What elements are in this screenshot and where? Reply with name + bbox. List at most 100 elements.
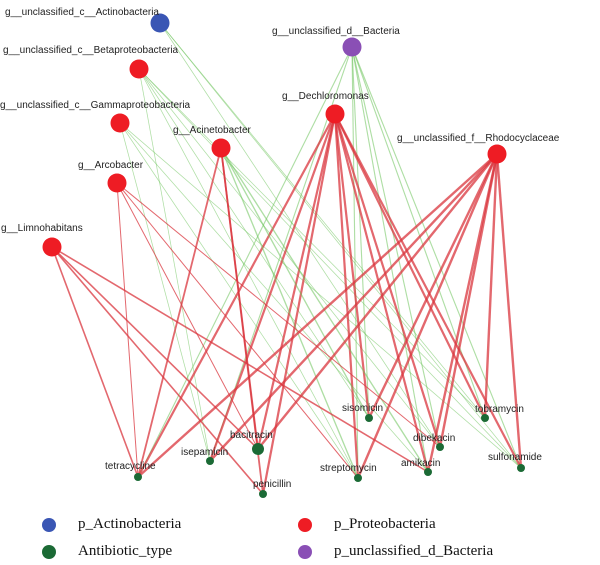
edge-acineto-penicillin	[220, 147, 264, 495]
node-tobramycin[interactable]	[481, 414, 489, 422]
edge-rhodo-sisomicin	[367, 153, 499, 419]
edge-dechloro-isepamicin	[208, 113, 337, 462]
node-layer	[42, 13, 525, 498]
legend-item-actinobacteria: p_Actinobacteria	[42, 516, 181, 533]
node-label-tobramycin: tobramycin	[475, 404, 524, 415]
edge-unbact-streptomycin	[351, 46, 359, 479]
edge-betapro-tobramycin	[138, 68, 486, 419]
legend: p_Actinobacteria p_Proteobacteria Antibi…	[0, 505, 600, 565]
edge-limno-penicillin	[51, 246, 264, 495]
legend-item-unclassified-bacteria: p_unclassified_d_Bacteria	[298, 543, 493, 560]
edge-dechloro-sulfonamide	[334, 113, 522, 469]
node-label-bacitracin: bacitracin	[230, 430, 273, 441]
node-label-amikacin: amikacin	[401, 458, 440, 469]
node-label-rhodo: g__unclassified_f__Rhodocyclaceae	[397, 133, 560, 144]
node-unbact[interactable]	[342, 37, 362, 57]
edge-gammapro-sulfonamide	[119, 122, 522, 469]
node-label-arco: g__Arcobacter	[78, 160, 144, 171]
node-label-unbact: g__unclassified_d__Bacteria	[272, 26, 400, 37]
edge-acineto-tetracycline	[137, 147, 222, 478]
legend-item-antibiotic: Antibiotic_type	[42, 543, 172, 560]
node-acineto[interactable]	[211, 138, 231, 158]
node-label-limno: g__Limnohabitans	[1, 223, 83, 234]
network-svg: g__unclassified_c__Actinobacteria g__uncl…	[0, 7, 560, 498]
edge-arco-dibekacin	[116, 182, 441, 448]
edge-betapro-sulfonamide	[138, 68, 522, 469]
edge-betapro-dibekacin	[138, 68, 441, 448]
legend-dot-actinobacteria	[42, 517, 56, 532]
node-label-gammapro: g__unclassified_c__Gammaproteobacteria	[0, 100, 191, 111]
edge-rhodo-tetracycline	[137, 153, 498, 478]
edge-actino-dibekacin	[159, 22, 441, 448]
node-actino[interactable]	[150, 13, 170, 33]
edge-arco-bacitracin	[116, 182, 259, 450]
node-tetracycline[interactable]	[134, 473, 142, 481]
edge-limno-amikacin	[51, 246, 429, 473]
edge-dechloro-amikacin	[333, 113, 430, 473]
node-limno[interactable]	[42, 237, 62, 257]
legend-item-proteobacteria: p_Proteobacteria	[298, 516, 436, 533]
edge-rhodo-sulfonamide	[495, 153, 523, 469]
node-dechloro[interactable]	[325, 104, 345, 124]
node-streptomycin[interactable]	[354, 474, 362, 482]
edge-dechloro-dibekacin	[333, 113, 442, 448]
node-isepamicin[interactable]	[206, 457, 214, 465]
edge-actino-sulfonamide	[159, 22, 522, 469]
legend-dot-proteobacteria	[298, 517, 312, 532]
legend-dot-unclassified-bacteria	[298, 544, 312, 559]
network-diagram: g__unclassified_c__Actinobacteria g__uncl…	[0, 7, 560, 498]
edge-gammapro-amikacin	[119, 122, 429, 473]
node-label-dibekacin: dibekacin	[413, 433, 455, 444]
edge-unbact-dibekacin	[351, 46, 441, 448]
node-label-penicillin: penicillin	[253, 479, 291, 490]
legend-dot-antibiotic	[42, 544, 56, 559]
edge-unbact-amikacin	[351, 46, 429, 473]
node-betapro[interactable]	[129, 59, 149, 79]
node-amikacin[interactable]	[424, 468, 432, 476]
label-layer: g__unclassified_c__Actinobacteria g__uncl…	[0, 7, 560, 490]
edge-arco-streptomycin	[116, 182, 359, 479]
edge-unbact-tetracycline	[137, 46, 353, 478]
legend-label-actinobacteria: p_Actinobacteria	[78, 516, 182, 532]
legend-label-proteobacteria: p_Proteobacteria	[334, 516, 436, 532]
legend-label-antibiotic: Antibiotic_type	[78, 543, 173, 559]
edge-dechloro-penicillin	[261, 113, 337, 495]
edge-rhodo-streptomycin	[356, 153, 499, 479]
node-penicillin[interactable]	[259, 490, 267, 498]
edge-rhodo-bacitracin	[257, 153, 498, 450]
edge-dechloro-sisomicin	[333, 113, 371, 419]
edge-layer	[51, 22, 523, 495]
edge-arco-tetracycline	[116, 182, 139, 478]
edge-acineto-streptomycin	[220, 147, 359, 479]
edge-rhodo-isepamicin	[209, 153, 498, 462]
edge-limno-tetracycline	[51, 246, 139, 478]
node-sisomicin[interactable]	[365, 414, 373, 422]
node-gammapro[interactable]	[110, 113, 130, 133]
edge-gammapro-isepamicin	[119, 122, 211, 462]
edge-rhodo-tobramycin	[483, 153, 499, 419]
edge-dechloro-streptomycin	[333, 113, 360, 479]
node-label-betapro: g__unclassified_c__Betaproteobacteria	[3, 45, 179, 56]
node-label-sulfonamide: sulfonamide	[488, 452, 542, 463]
node-label-acineto: g__Acinetobacter	[173, 125, 252, 136]
edge-rhodo-dibekacin	[438, 153, 499, 448]
node-label-streptomycin: streptomycin	[320, 463, 377, 474]
node-dibekacin[interactable]	[436, 443, 444, 451]
node-sulfonamide[interactable]	[517, 464, 525, 472]
node-rhodo[interactable]	[487, 144, 507, 164]
node-bacitracin[interactable]	[252, 443, 264, 455]
node-label-dechloro: g__Dechloromonas	[282, 91, 369, 102]
edge-dechloro-tobramycin	[334, 113, 486, 419]
edge-acineto-sisomicin	[220, 147, 370, 419]
node-label-tetracycline: tetracycline	[105, 461, 156, 472]
edge-unbact-sisomicin	[351, 46, 370, 419]
node-label-isepamicin: isepamicin	[181, 447, 228, 458]
edge-actino-tobramycin	[159, 22, 486, 419]
node-label-actino: g__unclassified_c__Actinobacteria	[5, 7, 159, 18]
node-arco[interactable]	[107, 173, 127, 193]
edge-betapro-isepamicin	[138, 68, 211, 462]
edge-limno-bacitracin	[51, 246, 259, 450]
legend-label-unclassified-bacteria: p_unclassified_d_Bacteria	[334, 543, 494, 559]
node-label-sisomicin: sisomicin	[342, 403, 383, 414]
edge-unbact-sulfonamide	[351, 46, 522, 469]
